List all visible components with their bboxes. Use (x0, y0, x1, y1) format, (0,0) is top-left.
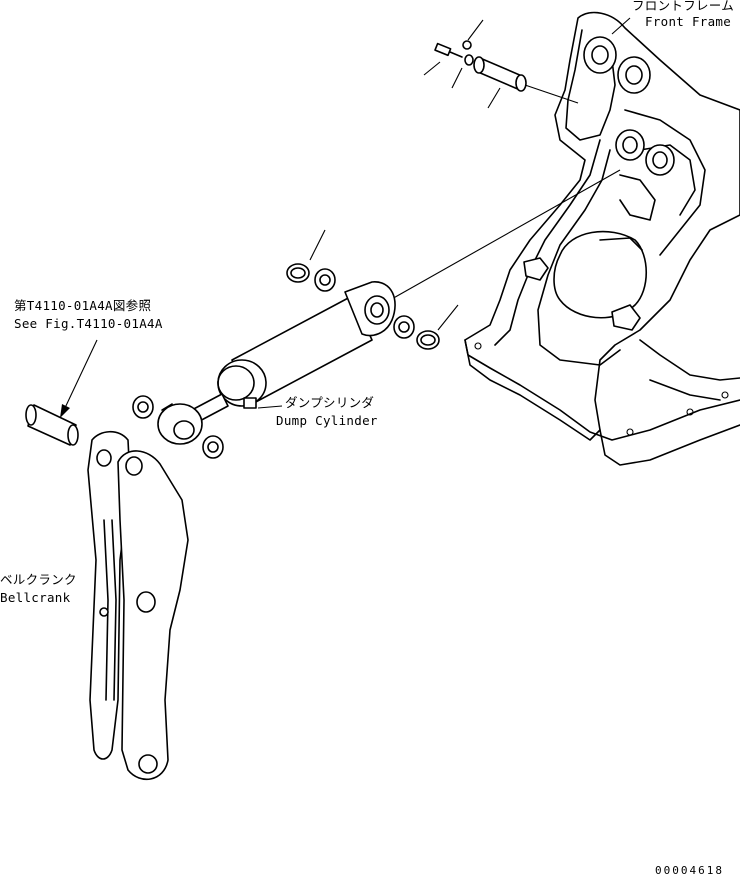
bellcrank-label-jp: ベルクランク (0, 572, 77, 587)
front-frame (464, 11, 740, 466)
front-frame-label-en: Front Frame (645, 14, 732, 29)
see-fig-label-en: See Fig.T4110-01A4A (14, 316, 163, 331)
bellcrank-label-en: Bellcrank (0, 590, 71, 605)
see-fig-label-jp: 第T4110-01A4A図参照 (14, 298, 152, 313)
mounting-pin-assembly (423, 19, 579, 109)
drawing-number: 00004618 (655, 864, 724, 877)
dump-cylinder-label-jp: ダンプシリンダ (285, 395, 375, 410)
front-frame-label-jp: フロントフレーム (632, 0, 735, 13)
bellcrank (25, 339, 189, 781)
dump-cylinder (132, 169, 621, 459)
dump-cylinder-label-en: Dump Cylinder (276, 413, 378, 428)
